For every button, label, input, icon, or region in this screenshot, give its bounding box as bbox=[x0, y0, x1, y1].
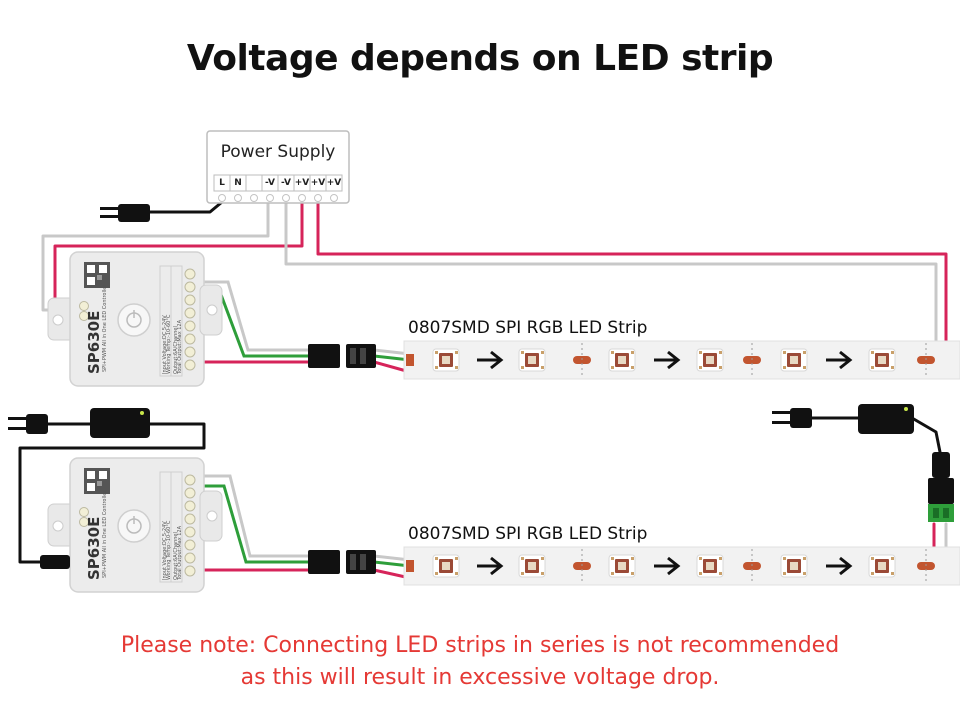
note-line-2: as this will result in excessive voltage… bbox=[240, 665, 720, 690]
terminal-label: -V bbox=[264, 178, 276, 188]
led-chip bbox=[696, 348, 724, 372]
power-adapter-left bbox=[8, 408, 150, 438]
power-adapter-right bbox=[772, 404, 954, 522]
led-chip bbox=[432, 554, 460, 578]
led-chip bbox=[780, 348, 808, 372]
strip-input-pads bbox=[406, 560, 414, 572]
led-strip-2 bbox=[403, 546, 960, 586]
note-line-1: Please note: Connecting LED strips in se… bbox=[120, 633, 840, 658]
led-chip bbox=[608, 554, 636, 578]
data-direction-arrow-icon bbox=[477, 350, 504, 370]
adapter-right-dc bbox=[910, 416, 942, 454]
adapter-left-dc bbox=[18, 422, 206, 564]
series-warning-note: Please note: Connecting LED strips in se… bbox=[0, 630, 960, 694]
strip-1-label: 0807SMD SPI RGB LED Strip bbox=[408, 318, 648, 338]
cut-pad bbox=[573, 343, 591, 377]
cut-pad bbox=[573, 549, 591, 583]
led-strip-1 bbox=[403, 340, 960, 380]
controller-2-spec: Working Temp:-10-60°C bbox=[166, 520, 172, 580]
diagram-title: Voltage depends on LED strip bbox=[186, 38, 774, 79]
connector-1 bbox=[308, 344, 376, 368]
cut-pad bbox=[917, 549, 935, 583]
led-chip bbox=[780, 554, 808, 578]
controller-2-subtitle: SPI+PWM All in One LED Controller bbox=[102, 490, 108, 578]
led-chip bbox=[518, 554, 546, 578]
strip-2-label: 0807SMD SPI RGB LED Strip bbox=[408, 524, 648, 544]
led-chip bbox=[696, 554, 724, 578]
controller-2-output-wires bbox=[198, 474, 412, 580]
controller-2 bbox=[40, 457, 223, 593]
power-supply bbox=[206, 130, 350, 204]
data-direction-arrow-icon bbox=[654, 556, 681, 576]
controller-1 bbox=[47, 251, 223, 387]
terminal-label: +V bbox=[310, 178, 326, 188]
led-chip bbox=[608, 348, 636, 372]
data-direction-arrow-icon bbox=[826, 556, 853, 576]
terminal-label: -V bbox=[280, 178, 292, 188]
power-supply-label: Power Supply bbox=[220, 142, 336, 162]
cut-pad bbox=[917, 343, 935, 377]
strip-input-pads bbox=[406, 354, 414, 366]
controller-1-subtitle: SPI+PWM All in One LED Controller bbox=[102, 284, 108, 372]
data-direction-arrow-icon bbox=[477, 556, 504, 576]
controller-2-spec: Total Output:Max 12A bbox=[177, 525, 183, 580]
terminal-label: +V bbox=[326, 178, 342, 188]
led-chip bbox=[868, 554, 896, 578]
terminal-label: N bbox=[234, 178, 242, 188]
cut-pad bbox=[743, 549, 761, 583]
led-chip bbox=[432, 348, 460, 372]
terminal-label: +V bbox=[294, 178, 310, 188]
terminal-label: L bbox=[219, 178, 225, 188]
mains-plug-top bbox=[100, 204, 150, 222]
cut-pad bbox=[743, 343, 761, 377]
controller-1-model: SP630E bbox=[85, 310, 103, 374]
data-direction-arrow-icon bbox=[826, 350, 853, 370]
controller-1-output-wires bbox=[198, 280, 412, 374]
led-chip bbox=[868, 348, 896, 372]
connector-2 bbox=[308, 550, 376, 574]
led-chip bbox=[518, 348, 546, 372]
controller-2-model: SP630E bbox=[85, 516, 103, 580]
controller-1-spec: Working Temp:-10-60°C bbox=[166, 314, 172, 374]
controller-1-spec: Total Output:Max 12A bbox=[177, 319, 183, 374]
terminal-label bbox=[246, 175, 262, 191]
data-direction-arrow-icon bbox=[654, 350, 681, 370]
